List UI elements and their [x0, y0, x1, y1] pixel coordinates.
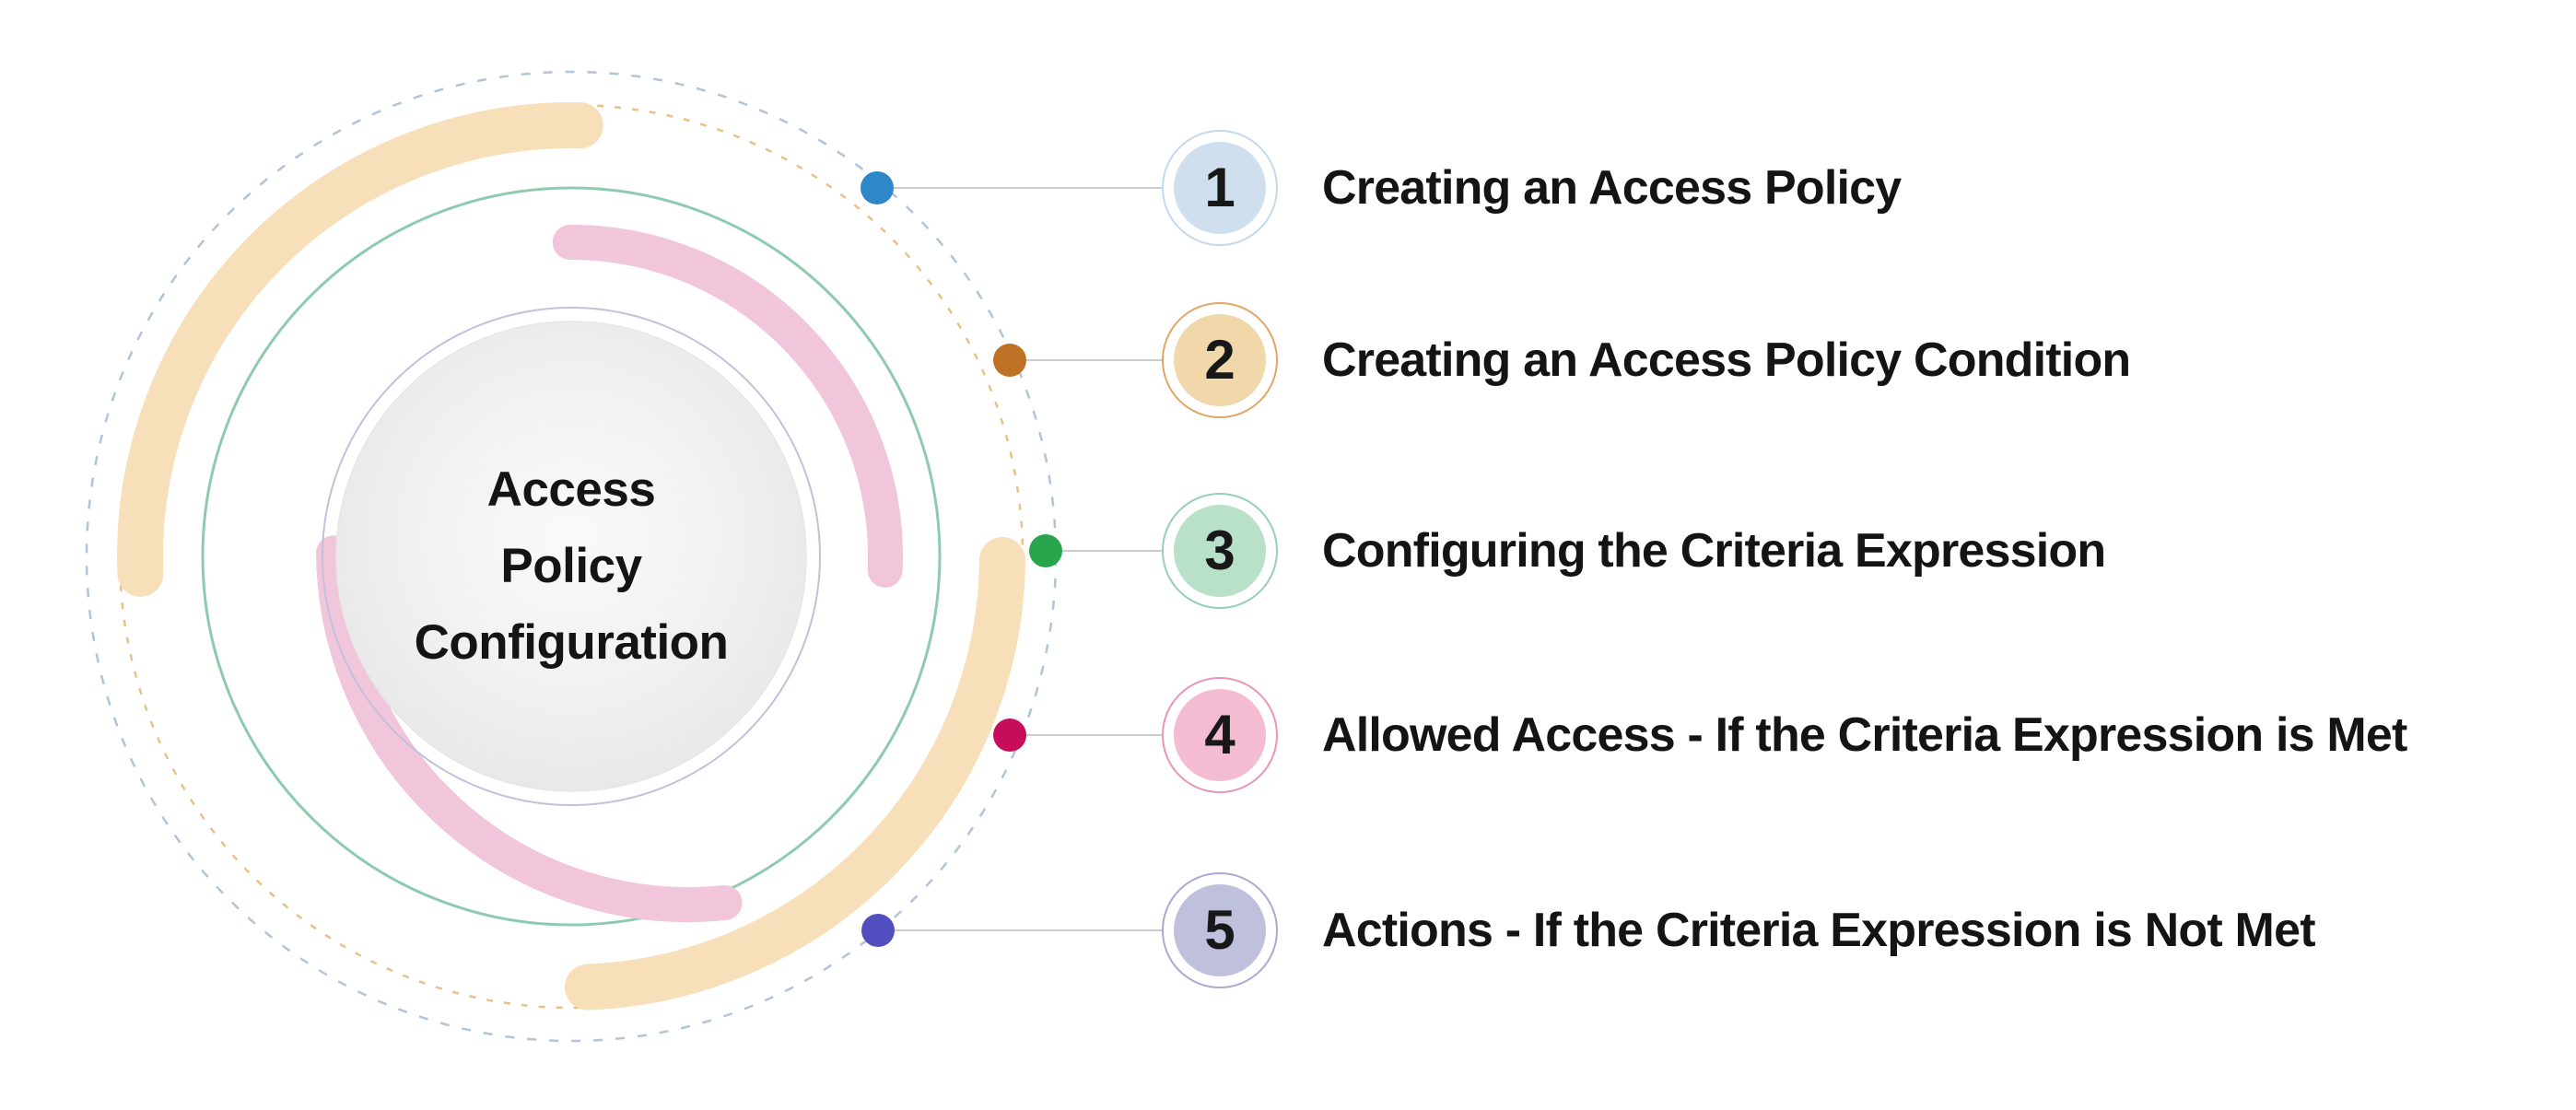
step-2-badge: 2: [1162, 302, 1278, 418]
step-4-label: Allowed Access - If the Criteria Express…: [1322, 708, 2407, 762]
step-2-label: Creating an Access Policy Condition: [1322, 333, 2131, 387]
step-2-badge-fill: 2: [1174, 314, 1266, 406]
step-dot-4: [993, 719, 1026, 752]
center-title-line: Access: [486, 462, 656, 517]
center-title-line: Configuration: [414, 615, 729, 670]
step-2-number: 2: [1204, 329, 1235, 391]
center-title-line: Policy: [500, 539, 642, 593]
step-3-label: Configuring the Criteria Expression: [1322, 524, 2106, 578]
step-5-badge: 5: [1162, 872, 1278, 988]
step-dot-1: [861, 171, 894, 204]
step-row-1: 1 Creating an Access Policy: [1162, 130, 1902, 246]
step-3-number: 3: [1204, 520, 1235, 581]
step-row-4: 4 Allowed Access - If the Criteria Expre…: [1162, 677, 2407, 793]
step-4-badge: 4: [1162, 677, 1278, 793]
step-5-label: Actions - If the Criteria Expression is …: [1322, 904, 2316, 957]
step-1-number: 1: [1204, 157, 1235, 218]
step-dot-3: [1029, 534, 1062, 567]
step-row-5: 5 Actions - If the Criteria Expression i…: [1162, 872, 2316, 988]
step-5-number: 5: [1204, 899, 1235, 961]
step-row-3: 3 Configuring the Criteria Expression: [1162, 493, 2106, 609]
step-1-badge-fill: 1: [1174, 142, 1266, 234]
step-5-badge-fill: 5: [1174, 884, 1266, 976]
step-dot-5: [861, 914, 895, 947]
step-4-badge-fill: 4: [1174, 689, 1266, 781]
step-3-badge: 3: [1162, 493, 1278, 609]
step-row-2: 2 Creating an Access Policy Condition: [1162, 302, 2131, 418]
step-1-badge: 1: [1162, 130, 1278, 246]
diagram-center-title: Access Policy Configuration: [249, 451, 894, 681]
step-3-badge-fill: 3: [1174, 505, 1266, 597]
step-1-label: Creating an Access Policy: [1322, 161, 1902, 215]
step-4-number: 4: [1204, 704, 1235, 765]
step-dot-2: [993, 344, 1026, 377]
